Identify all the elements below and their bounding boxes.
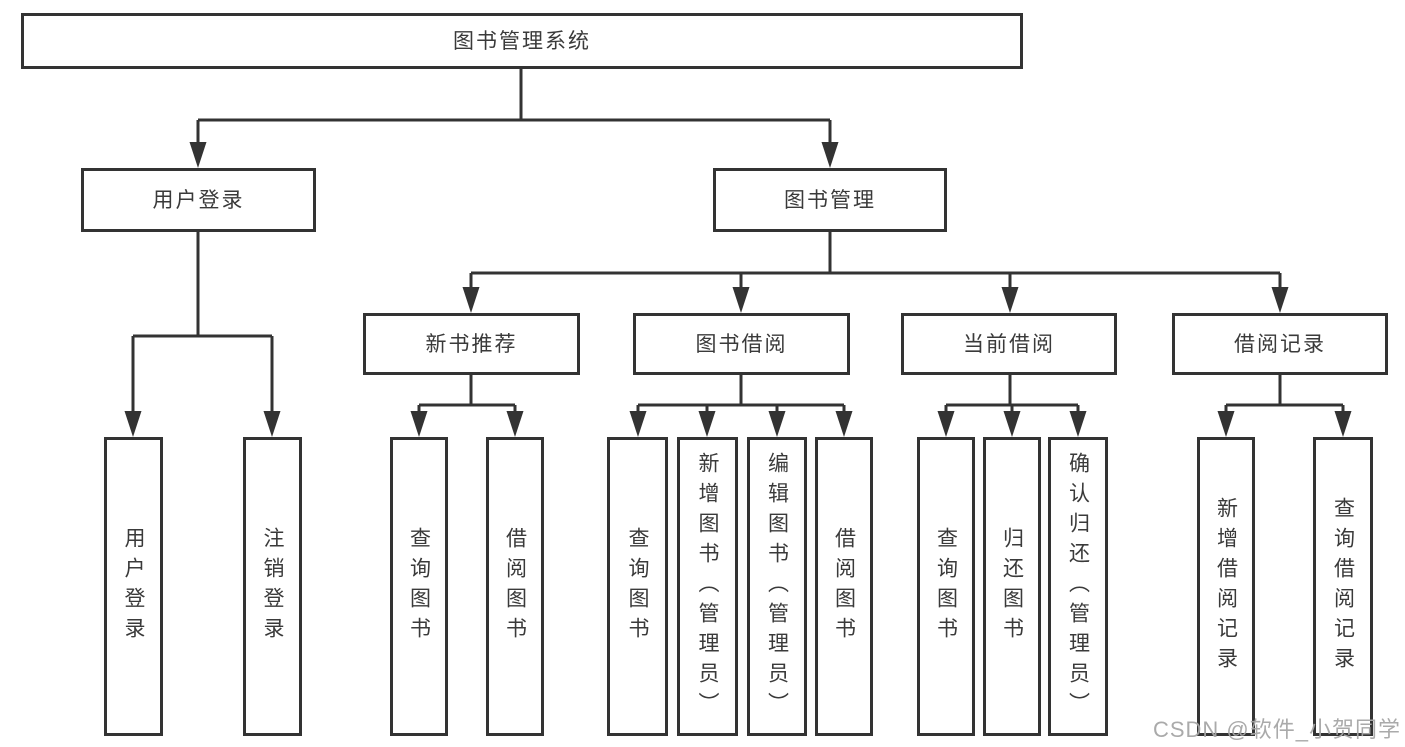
diagram-node-root: 图书管理系统 [21, 13, 1023, 69]
diagram-node-user-login: 用户登录 [81, 168, 316, 232]
arrow-down-icon [189, 142, 207, 168]
node-label-v-edit-book: 编辑图书（管理员） [765, 451, 789, 722]
node-label-v-borrow-book-2: 借阅图书 [832, 526, 856, 647]
connector-line [131, 230, 274, 417]
diagram-node-v-edit-book: 编辑图书（管理员） [747, 437, 807, 736]
arrow-down-icon [835, 411, 853, 437]
node-label-v-borrow-book-1: 借阅图书 [503, 526, 527, 647]
arrow-down-icon [1001, 287, 1019, 313]
node-label-v-query-book-2: 查询图书 [626, 526, 649, 647]
node-label-v-add-book: 新增图书（管理员） [696, 451, 719, 722]
diagram-node-v-borrow-book-2: 借阅图书 [815, 437, 873, 736]
arrow-down-icon [462, 287, 480, 313]
node-label-book-mgmt: 图书管理 [784, 188, 876, 212]
arrow-down-icon [937, 411, 955, 437]
arrow-down-icon [629, 411, 647, 437]
diagram-node-v-borrow-book-1: 借阅图书 [486, 437, 544, 736]
connector-line [469, 230, 1282, 293]
diagram-node-v-query-book-3: 查询图书 [917, 437, 975, 736]
arrow-down-icon [506, 411, 524, 437]
diagram-node-borrow-records: 借阅记录 [1172, 313, 1388, 375]
diagram-node-v-user-login: 用户登录 [104, 437, 163, 736]
diagram-node-book-mgmt: 图书管理 [713, 168, 947, 232]
arrow-down-icon [263, 411, 281, 437]
node-label-v-user-login: 用户登录 [122, 526, 145, 647]
node-label-user-login: 用户登录 [152, 188, 245, 212]
connector-line [1224, 373, 1345, 417]
node-label-v-logout: 注销登录 [261, 526, 284, 647]
arrow-down-icon [1271, 287, 1289, 313]
diagram-node-v-query-book-2: 查询图书 [607, 437, 668, 736]
arrow-down-icon [698, 411, 716, 437]
arrow-down-icon [821, 142, 839, 168]
node-label-v-query-book-3: 查询图书 [934, 526, 958, 647]
node-label-root: 图书管理系统 [453, 29, 591, 53]
arrow-down-icon [1334, 411, 1352, 437]
diagram-node-v-query-book-1: 查询图书 [390, 437, 448, 736]
diagram-node-v-return-book: 归还图书 [983, 437, 1041, 736]
arrow-down-icon [732, 287, 750, 313]
node-label-v-add-borrow-record: 新增借阅记录 [1214, 496, 1238, 677]
diagram-node-book-borrow: 图书借阅 [633, 313, 850, 375]
arrow-down-icon [1069, 411, 1087, 437]
node-label-v-query-book-1: 查询图书 [407, 526, 431, 647]
node-label-v-return-book: 归还图书 [1000, 526, 1024, 647]
connector-line [417, 373, 517, 417]
diagram-node-v-add-book: 新增图书（管理员） [677, 437, 738, 736]
arrow-down-icon [1217, 411, 1235, 437]
node-label-new-book-rec: 新书推荐 [425, 332, 518, 356]
node-label-borrow-records: 借阅记录 [1234, 332, 1326, 356]
diagram-node-current-borrow: 当前借阅 [901, 313, 1117, 375]
diagram-node-v-query-borrow-record: 查询借阅记录 [1313, 437, 1373, 736]
node-label-current-borrow: 当前借阅 [963, 332, 1055, 356]
node-label-v-query-borrow-record: 查询借阅记录 [1331, 496, 1355, 677]
diagram-node-v-logout: 注销登录 [243, 437, 302, 736]
arrow-down-icon [124, 411, 142, 437]
arrow-down-icon [410, 411, 428, 437]
arrow-down-icon [768, 411, 786, 437]
connector-line [636, 373, 846, 417]
diagram-node-v-confirm-return: 确认归还（管理员） [1048, 437, 1108, 736]
node-label-v-confirm-return: 确认归还（管理员） [1066, 451, 1090, 722]
arrow-down-icon [1003, 411, 1021, 437]
diagram-node-new-book-rec: 新书推荐 [363, 313, 580, 375]
node-label-book-borrow: 图书借阅 [695, 332, 788, 356]
connector-line [944, 373, 1080, 417]
diagram-node-v-add-borrow-record: 新增借阅记录 [1197, 437, 1255, 736]
connector-line [196, 67, 832, 148]
